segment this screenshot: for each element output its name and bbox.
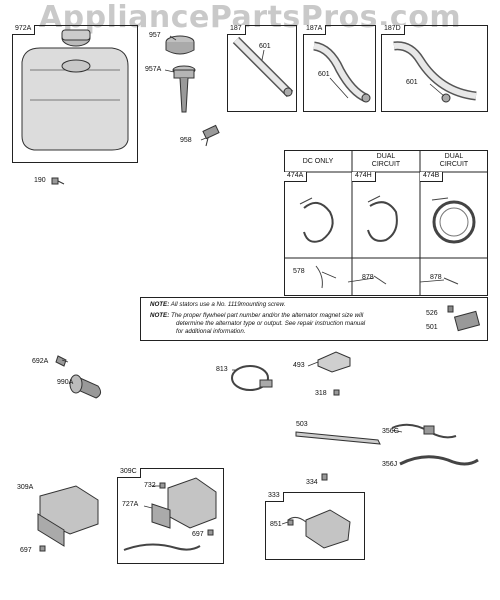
stator-474H [367, 195, 398, 242]
harness-356G-connector [423, 425, 435, 435]
clamp-813 [231, 365, 273, 391]
label-957A: 957A [145, 66, 162, 73]
box-187 [227, 25, 297, 112]
header-dc-only: DC ONLY [302, 158, 334, 165]
label-601-c: 601 [406, 79, 418, 86]
rectifier-501 [453, 310, 481, 332]
label-474H: 474H [352, 172, 376, 182]
label-187A: 187A [303, 25, 327, 35]
label-190: 190 [34, 177, 46, 184]
label-356G: 356G [382, 428, 400, 435]
label-601-a: 601 [259, 43, 271, 50]
label-601-b: 601 [318, 71, 330, 78]
label-958: 958 [180, 137, 192, 144]
label-187D: 187D [381, 25, 405, 35]
label-493: 493 [293, 362, 305, 369]
screw-851 [287, 519, 294, 526]
bracket-493 [317, 351, 351, 373]
part-526 [447, 305, 454, 313]
screw-697-left [39, 545, 46, 552]
header-dual-circuit-1: DUAL CIRCUIT [371, 153, 401, 168]
label-692A: 692A [32, 358, 49, 365]
label-727A: 727A [122, 501, 139, 508]
label-972A: 972A [12, 25, 36, 35]
stator-474A [299, 197, 334, 243]
label-501: 501 [426, 324, 438, 331]
label-474B: 474B [420, 172, 444, 182]
label-187: 187 [227, 25, 246, 35]
label-333: 333 [265, 492, 284, 502]
note-line-2: NOTE: The proper flywheel part number an… [150, 312, 363, 320]
label-878-a: 878 [362, 274, 374, 281]
screw-697-right [207, 529, 214, 536]
label-309A: 309A [17, 484, 34, 491]
box-187A [303, 25, 376, 112]
label-813: 813 [216, 366, 228, 373]
wire-578 [315, 265, 323, 289]
label-957: 957 [149, 32, 161, 39]
part-692A [55, 355, 67, 367]
label-851: 851 [270, 521, 282, 528]
note-box [140, 297, 488, 341]
ignition-309A [37, 485, 99, 547]
note-text-2a: The proper flywheel part number and/or t… [170, 312, 364, 319]
label-697-a: 697 [20, 547, 32, 554]
label-878-b: 878 [430, 274, 442, 281]
note-text-1: All stators use a No. 1119mounting screw… [170, 301, 286, 308]
label-697-b: 697 [192, 531, 204, 538]
label-318: 318 [315, 390, 327, 397]
box-333 [265, 492, 365, 560]
ignition-309C [123, 477, 217, 551]
alternator-table [284, 150, 488, 296]
label-578: 578 [293, 268, 305, 275]
note-label-2: NOTE: [150, 312, 170, 319]
label-503: 503 [296, 421, 308, 428]
label-732: 732 [144, 482, 156, 489]
box-309C [117, 468, 224, 564]
label-356J: 356J [382, 461, 398, 468]
wire-878-2 [443, 277, 459, 285]
part-958 [202, 124, 220, 147]
hose-187A [313, 41, 371, 103]
label-474A: 474A [284, 172, 308, 182]
ignition-333 [287, 509, 351, 549]
box-187D [381, 25, 488, 112]
header-dual-circuit-2: DUAL CIRCUIT [439, 153, 469, 168]
screw-318 [333, 389, 340, 396]
note-line-3: determine the alternator type or output.… [176, 320, 366, 327]
note-line-1: NOTE: All stators use a No. 1119mounting… [150, 301, 285, 309]
stator-474B [431, 197, 476, 244]
tank-box [12, 25, 138, 163]
harness-356J [399, 455, 479, 466]
hose-187 [232, 36, 294, 98]
note-line-4: for additional information. [176, 328, 246, 335]
fuel-tank-972A [21, 29, 129, 151]
label-334: 334 [306, 479, 318, 486]
knob-990A [69, 374, 102, 399]
cap-957 [165, 35, 195, 55]
cap-957A [172, 65, 196, 113]
wire-878-1 [373, 275, 387, 285]
label-526: 526 [426, 310, 438, 317]
label-990A: 990A [57, 379, 74, 386]
label-309C: 309C [117, 468, 141, 478]
hose-187D [393, 41, 477, 103]
screw-732 [159, 482, 166, 489]
screw-334 [321, 473, 328, 481]
screw-190 [51, 177, 65, 185]
note-label-1: NOTE: [150, 301, 170, 308]
strap-503 [295, 431, 381, 445]
